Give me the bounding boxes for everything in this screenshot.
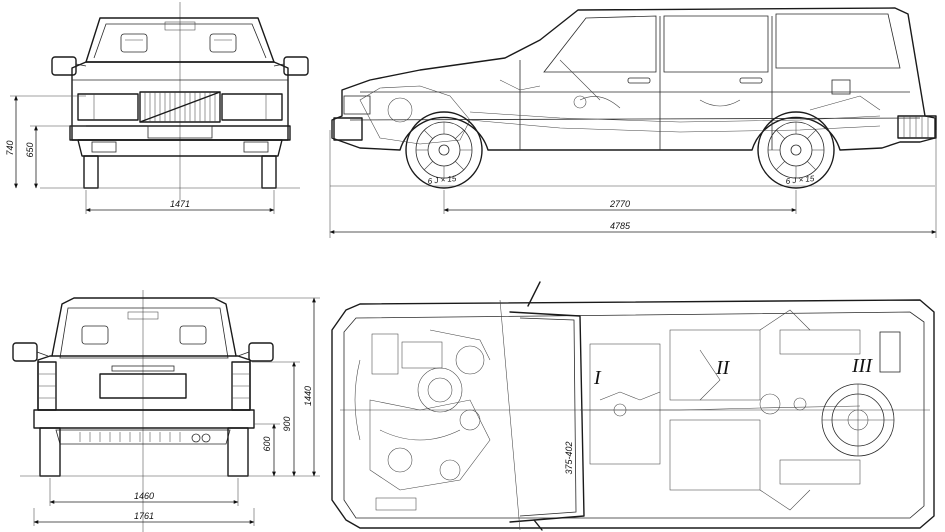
dim-front-height: 740 — [5, 140, 15, 155]
front-dimensions: 740 650 1471 — [5, 95, 275, 214]
tire-label-rear: 6 J × 15 — [785, 174, 815, 186]
side-dimensions: 2770 4785 — [329, 130, 937, 238]
region-label-2: II — [715, 357, 731, 379]
dim-front-track: 1471 — [170, 199, 190, 209]
dim-rear-track: 1460 — [134, 491, 154, 501]
dim-rear-height-600: 600 — [262, 436, 272, 451]
dim-cargo: 375-402 — [564, 441, 574, 474]
top-view: I II III 375-402 — [331, 281, 935, 531]
dim-rear-height-900: 900 — [282, 416, 292, 431]
rear-wheel — [757, 111, 835, 189]
rear-view — [12, 290, 320, 532]
dim-overall-length: 4785 — [610, 221, 631, 231]
dim-wheelbase: 2770 — [609, 199, 630, 209]
spare-wheel — [821, 383, 895, 457]
dim-rear-height-1440: 1440 — [303, 386, 313, 406]
region-label-1: I — [593, 367, 602, 389]
dim-front-hood-height: 650 — [25, 142, 35, 157]
side-view: 6 J × 15 6 J × 15 — [330, 7, 937, 189]
tire-label-front: 6 J × 15 — [427, 174, 457, 186]
front-wheel — [405, 111, 483, 189]
front-view — [40, 2, 309, 200]
region-label-3: III — [851, 355, 873, 377]
rear-dimensions: 600 900 1440 1460 1761 — [33, 297, 320, 526]
dim-overall-width: 1761 — [134, 511, 154, 521]
